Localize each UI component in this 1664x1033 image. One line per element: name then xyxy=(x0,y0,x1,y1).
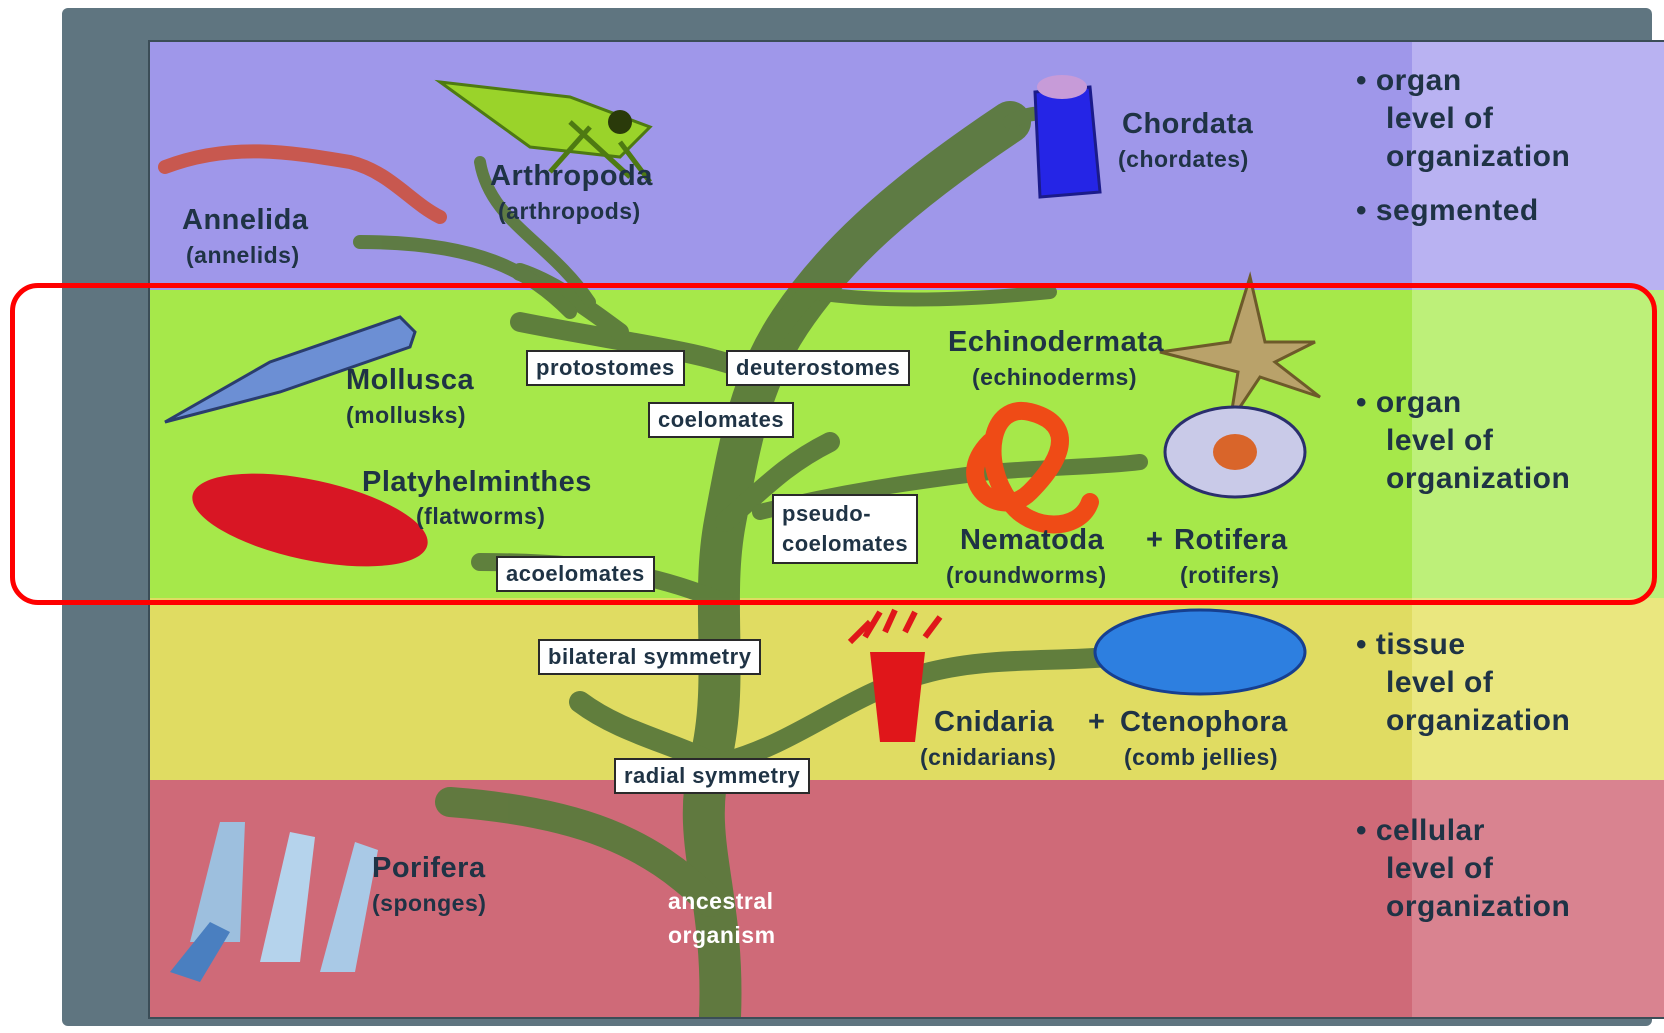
side1-line3: organization xyxy=(1356,138,1570,176)
label-annelida: Annelida xyxy=(182,204,308,237)
label-arthropoda-common: (arthropods) xyxy=(498,198,641,225)
label-chordata: Chordata xyxy=(1122,108,1253,141)
label-cnidaria-common: (cnidarians) xyxy=(920,744,1056,771)
sponge-illustration xyxy=(170,822,378,982)
side-text-band4: • cellular level of organization xyxy=(1356,812,1570,926)
side-text-band1: • organ level of organization • segmente… xyxy=(1356,62,1570,230)
label-porifera-common: (sponges) xyxy=(372,890,486,917)
box-bilateral-symmetry: bilateral symmetry xyxy=(538,639,761,675)
label-porifera: Porifera xyxy=(372,852,486,885)
side1-line1: • organ xyxy=(1356,62,1570,100)
box-radial-symmetry: radial symmetry xyxy=(614,758,810,794)
side4-line2: level of xyxy=(1356,850,1570,888)
highlight-rectangle xyxy=(10,283,1657,605)
comb-jelly-illustration xyxy=(1095,610,1305,694)
label-arthropoda: Arthropoda xyxy=(490,160,653,193)
side-text-band3: • tissue level of organization xyxy=(1356,626,1570,740)
plus-cnidaria-ctenophora: + xyxy=(1088,706,1105,739)
side1-segmented: • segmented xyxy=(1356,192,1570,230)
label-ctenophora-common: (comb jellies) xyxy=(1124,744,1278,771)
side3-line3: organization xyxy=(1356,702,1570,740)
side4-line3: organization xyxy=(1356,888,1570,926)
label-ctenophora: Ctenophora xyxy=(1120,706,1288,739)
label-cnidaria: Cnidaria xyxy=(934,706,1054,739)
root-label-line2: organism xyxy=(668,922,776,949)
side3-line2: level of xyxy=(1356,664,1570,702)
side1-line2: level of xyxy=(1356,100,1570,138)
side4-line1: • cellular xyxy=(1356,812,1570,850)
label-chordata-common: (chordates) xyxy=(1118,146,1249,173)
tunicate-illustration xyxy=(1035,75,1100,197)
side3-line1: • tissue xyxy=(1356,626,1570,664)
label-annelida-common: (annelids) xyxy=(186,242,300,269)
root-label-line1: ancestral xyxy=(668,888,774,915)
